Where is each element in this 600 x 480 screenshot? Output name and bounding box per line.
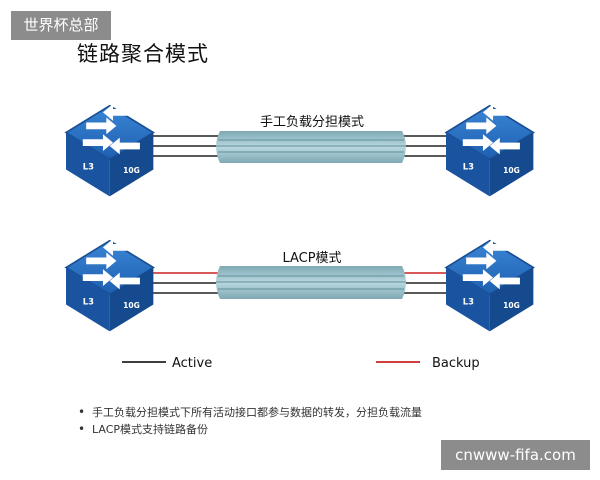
switch-layer-label: L3: [463, 162, 474, 172]
switch-layer-label: L3: [463, 297, 474, 307]
switch-speed-label: 10G: [123, 166, 140, 175]
site-badge: 世界杯总部: [11, 11, 111, 40]
switch-top-right: L3 10G: [445, 103, 535, 198]
legend-active-label: Active: [172, 356, 212, 371]
switch-bottom-right: L3 10G: [445, 238, 535, 333]
bullet-list: • 手工负载分担模式下所有活动接口都参与数据的转发，分担负载流量 • LACP模…: [78, 404, 422, 438]
bullet-dot-icon: •: [78, 422, 86, 436]
switch-layer-label: L3: [83, 162, 94, 172]
bullet-dot-icon: •: [78, 405, 86, 419]
switch-top-left: L3 10G: [65, 103, 155, 198]
bullet-item: • 手工负载分担模式下所有活动接口都参与数据的转发，分担负载流量: [78, 404, 422, 421]
switch-bottom-left: L3 10G: [65, 238, 155, 333]
switch-speed-label: 10G: [123, 301, 140, 310]
lacp-mode-row: LACP模式 L3 10G L3 10G: [65, 238, 535, 333]
manual-mode-row: 手工负载分担模式 L3 10G L3 10G: [65, 103, 535, 198]
page-title: 链路聚合模式: [77, 42, 209, 66]
switch-layer-label: L3: [83, 297, 94, 307]
lacp-mode-label: LACP模式: [282, 251, 341, 266]
legend: Active Backup: [122, 356, 480, 371]
manual-mode-label: 手工负载分担模式: [260, 115, 364, 130]
manual-bundle: [216, 131, 406, 163]
switch-speed-label: 10G: [503, 301, 520, 310]
switch-speed-label: 10G: [503, 166, 520, 175]
bullet-text: 手工负载分担模式下所有活动接口都参与数据的转发，分担负载流量: [92, 406, 422, 419]
watermark: cnwww-fifa.com: [441, 440, 590, 470]
legend-backup-label: Backup: [432, 356, 480, 371]
bullet-text: LACP模式支持链路备份: [92, 423, 209, 436]
bullet-item: • LACP模式支持链路备份: [78, 421, 422, 438]
